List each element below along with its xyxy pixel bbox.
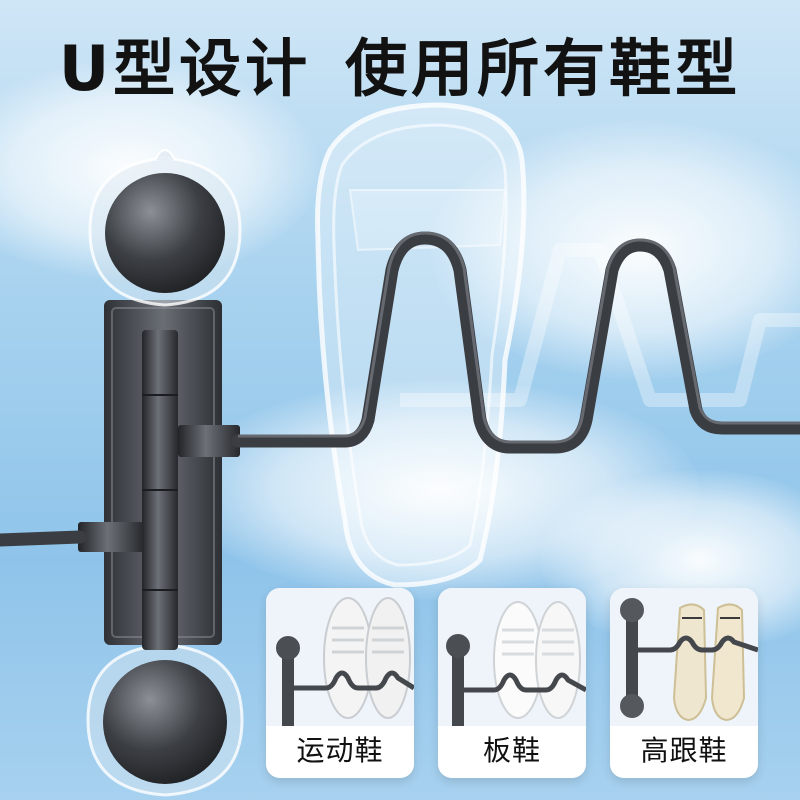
rail-upper-u-shape — [231, 231, 800, 454]
headline-part2: 使用所有鞋型 — [345, 32, 742, 105]
transparent-slipper — [315, 102, 527, 588]
card-skate-shoes: 板鞋 — [438, 588, 586, 778]
skate-shoe-white-icon — [438, 588, 586, 726]
knob-top — [105, 173, 225, 293]
card-sneakers: 运动鞋 — [266, 588, 414, 778]
card-label: 高跟鞋 — [610, 726, 758, 778]
card-label: 板鞋 — [438, 726, 586, 778]
card-high-heels: 高跟鞋 — [610, 588, 758, 778]
rail-reflection — [400, 243, 800, 407]
sneaker-white-icon — [266, 588, 414, 726]
headline-part1: U型设计 — [58, 32, 312, 105]
knob-bottom — [103, 660, 227, 784]
arm-connector-lower — [78, 522, 144, 552]
arm-connector-upper — [178, 425, 240, 457]
headline: U型设计使用所有鞋型 — [0, 18, 800, 108]
high-heel-cream-icon — [610, 588, 758, 726]
rail-lower — [0, 530, 87, 547]
card-label: 运动鞋 — [266, 726, 414, 778]
cloud — [430, 120, 800, 380]
